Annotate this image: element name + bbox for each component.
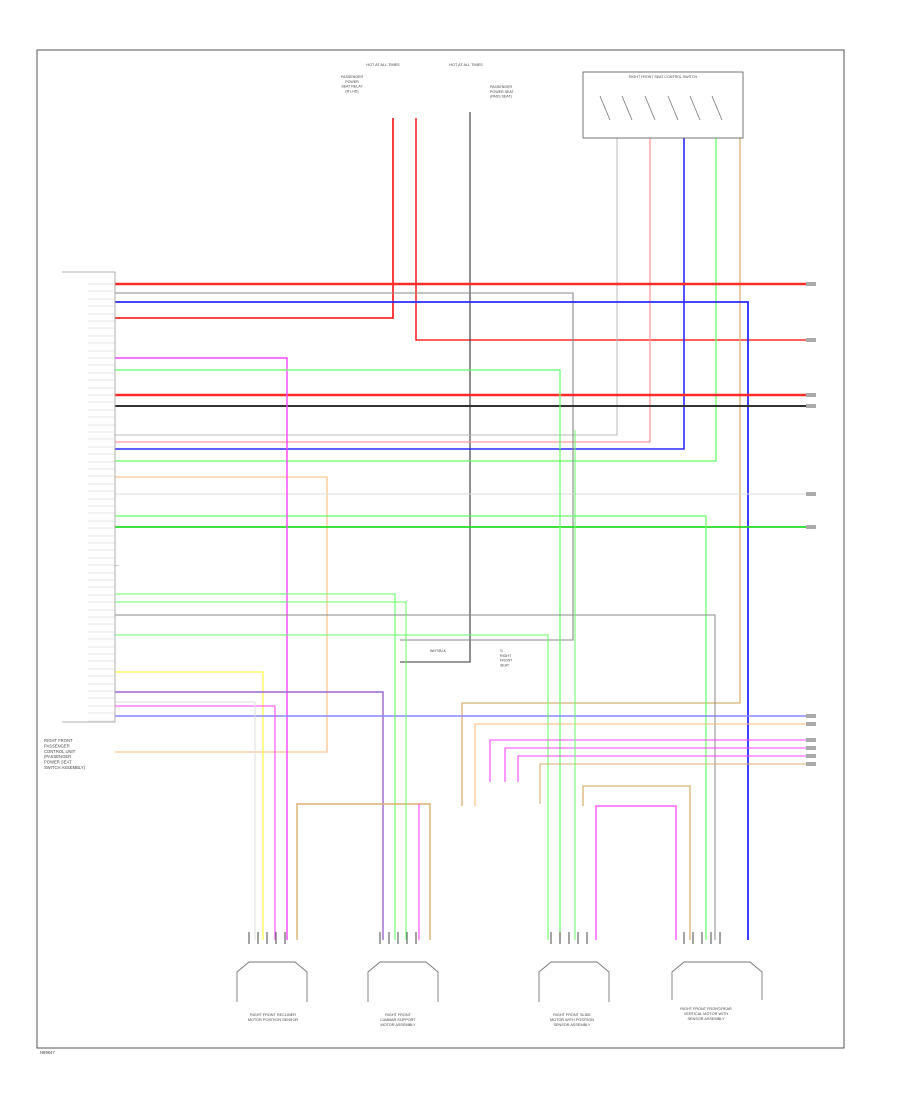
wire-h-black bbox=[115, 292, 574, 641]
wire-h-green-3 bbox=[115, 593, 396, 940]
wires-layer bbox=[115, 112, 810, 940]
seat-switch-title: RIGHT FRONT SEAT CONTROL SWITCH bbox=[629, 75, 697, 79]
wire-b-tan bbox=[296, 803, 431, 940]
wire-h-blue bbox=[115, 301, 749, 940]
main-module-outline bbox=[62, 271, 116, 723]
diagram-frame bbox=[36, 49, 845, 1049]
wire-h-violet bbox=[115, 691, 384, 940]
right-edge-connector-3 bbox=[806, 393, 816, 397]
wire-sw-blue bbox=[115, 128, 685, 450]
right-edge-connector-10 bbox=[806, 746, 816, 750]
wire-b-pink2 bbox=[504, 747, 810, 782]
right-edge-connector-2 bbox=[806, 338, 816, 342]
switch-contact-1 bbox=[599, 95, 611, 121]
bottom-component-2 bbox=[367, 961, 439, 1002]
components-layer bbox=[62, 71, 816, 1002]
wire-sw-green bbox=[115, 128, 717, 462]
right-edge-connector-12 bbox=[806, 762, 816, 766]
right-edge-connector-9 bbox=[806, 738, 816, 742]
wire-top-red-2 bbox=[415, 118, 810, 341]
right-edge-connector-1 bbox=[806, 282, 816, 286]
wire-b-pink3 bbox=[595, 805, 677, 940]
wire-b-orange2 bbox=[474, 723, 810, 806]
right-edge-connector-7 bbox=[806, 714, 816, 718]
wire-sw-pink bbox=[115, 128, 651, 443]
wire-h-green-mid bbox=[115, 515, 707, 940]
wire-b-tan3 bbox=[539, 763, 810, 804]
right-edge-connector-6 bbox=[806, 525, 816, 529]
figure-id: N89847 bbox=[40, 1050, 55, 1055]
wire-h-green-4 bbox=[115, 634, 549, 940]
bottom-component-3 bbox=[538, 961, 610, 1002]
wire-sw-tan bbox=[461, 128, 741, 806]
switch-contact-4 bbox=[667, 95, 679, 121]
mid-wire-label: WHT/BLK bbox=[430, 649, 447, 653]
wire-h-green-2 bbox=[115, 369, 561, 940]
wire-b-white2 bbox=[115, 701, 256, 940]
wire-sw-gray bbox=[115, 128, 618, 436]
right-edge-connector-8 bbox=[806, 722, 816, 726]
switch-contact-5 bbox=[689, 95, 701, 121]
right-edge-connector-4 bbox=[806, 404, 816, 408]
wire-h-magenta bbox=[115, 357, 288, 940]
wire-b-green6 bbox=[115, 601, 407, 940]
left-marker: — bbox=[115, 562, 119, 567]
seat-switch-assembly bbox=[582, 71, 744, 139]
wire-b-violet2 bbox=[517, 755, 810, 782]
fuse-left-header: HOT AT ALL TIMES bbox=[366, 63, 400, 67]
wire-b-tan4 bbox=[582, 785, 691, 940]
switch-contact-6 bbox=[711, 95, 723, 121]
wire-top-red-1 bbox=[115, 118, 394, 319]
wire-top-black bbox=[400, 112, 471, 663]
right-edge-connector-11 bbox=[806, 754, 816, 758]
fuse-right-header: HOT AT ALL TIMES bbox=[449, 63, 483, 67]
wire-h-gray-2 bbox=[115, 614, 716, 940]
bottom-component-4 bbox=[671, 961, 763, 1000]
bottom-component-1 bbox=[236, 961, 308, 1002]
switch-contact-2 bbox=[621, 95, 633, 121]
wire-b-magenta2 bbox=[489, 739, 810, 782]
right-edge-connector-5 bbox=[806, 492, 816, 496]
switch-contact-3 bbox=[644, 95, 656, 121]
wire-b-pink4 bbox=[115, 705, 276, 940]
wire-h-yellow bbox=[115, 671, 264, 940]
